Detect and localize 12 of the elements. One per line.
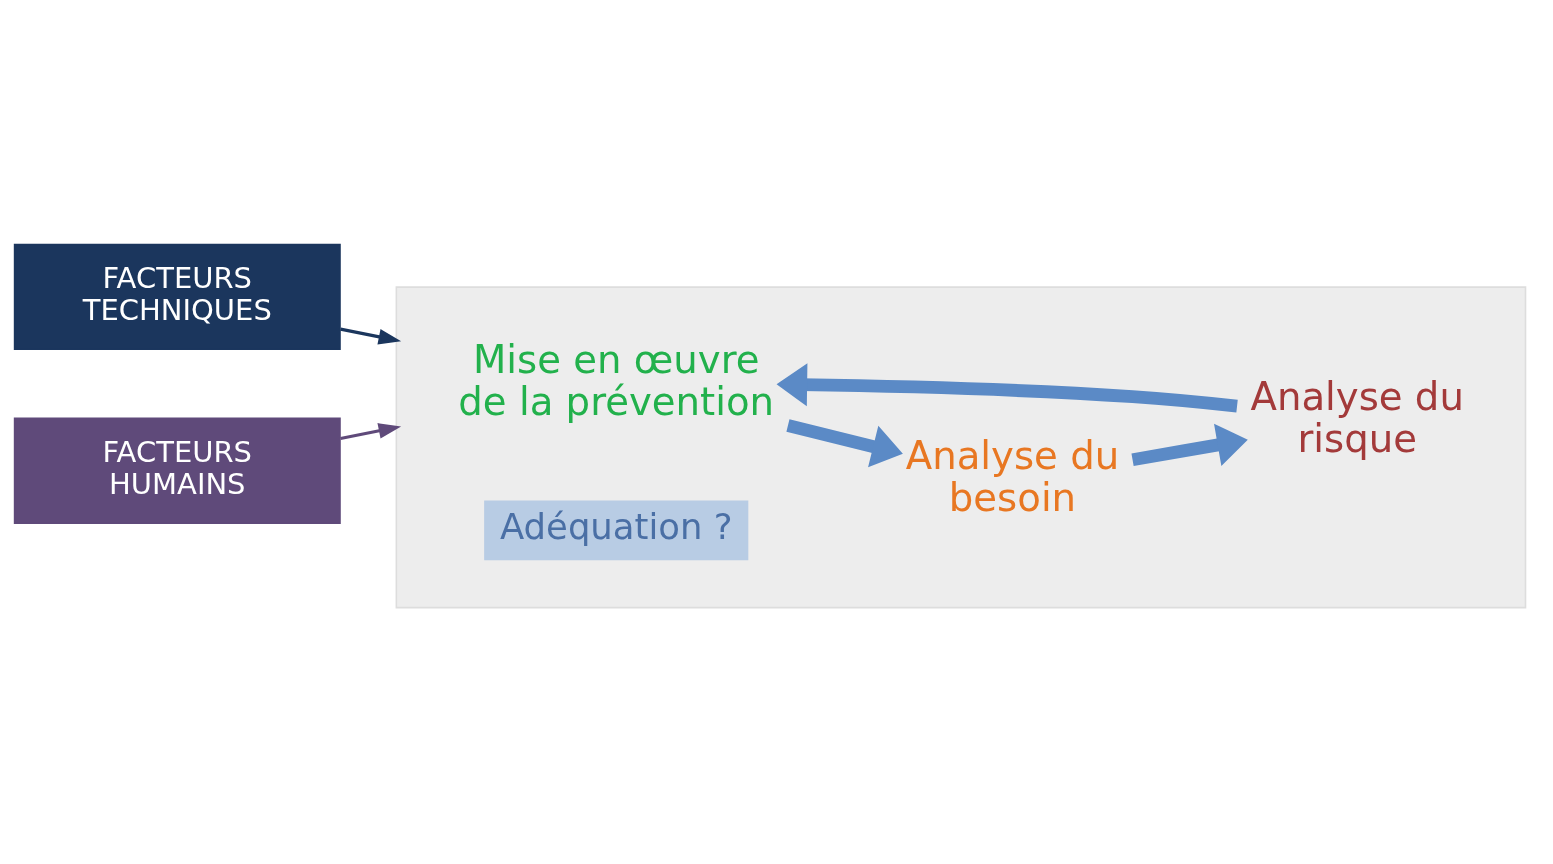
node-box: Adéquation ? (484, 500, 749, 560)
arrow (786, 418, 903, 467)
arrow (1131, 423, 1248, 466)
node-box: FACTEURS HUMAINS (13, 417, 341, 524)
node-text: Mise en œuvre de la prévention (458, 336, 775, 424)
arrow (340, 422, 402, 440)
node-text: Analyse du besoin (905, 432, 1120, 520)
node-box: FACTEURS TECHNIQUES (13, 243, 341, 350)
arrow (776, 362, 1238, 413)
node-text: Analyse du risque (1250, 373, 1464, 461)
cluster (395, 285, 1527, 608)
arrow (340, 327, 402, 344)
